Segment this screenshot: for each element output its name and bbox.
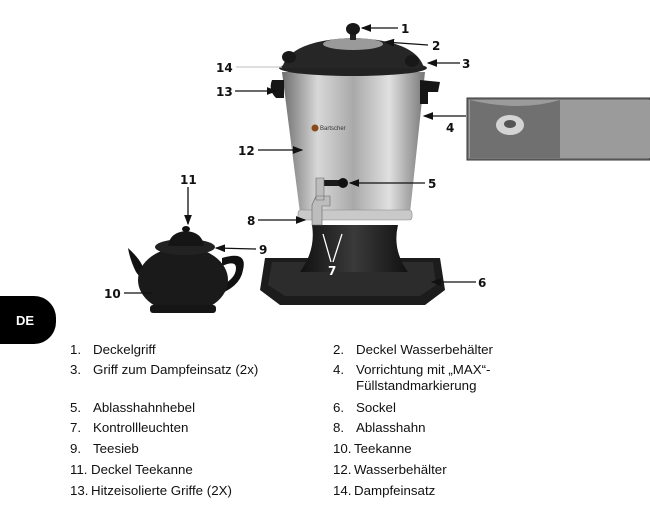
- callout-4: 4: [446, 121, 454, 135]
- callout-3: 3: [462, 57, 470, 71]
- teapot-illustration: [128, 226, 244, 313]
- item-label: Kontrollleuchten: [93, 420, 189, 435]
- callout-13: 13: [216, 85, 233, 99]
- callout-14: 14: [216, 61, 233, 75]
- callout-6: 6: [478, 276, 486, 290]
- item-number: 8.: [333, 420, 345, 435]
- item-number: 13.: [70, 483, 89, 498]
- callout-5: 5: [428, 177, 436, 191]
- callout-7: 7: [328, 264, 336, 278]
- item-number: 1.: [70, 342, 82, 357]
- item-label-continued: Füllstandmarkierung: [356, 378, 477, 393]
- language-tab: DE: [0, 296, 56, 344]
- item-label: Hitzeisolierte Griffe (2X): [91, 483, 232, 498]
- item-label: Griff zum Dampfeinsatz (2x): [93, 362, 259, 377]
- item-number: 4.: [333, 362, 345, 377]
- callout-1: 1: [401, 22, 409, 36]
- item-label: Sockel: [356, 400, 396, 415]
- item-number: 2.: [333, 342, 345, 357]
- callout-10: 10: [104, 287, 121, 301]
- item-number: 3.: [70, 362, 82, 377]
- item-number: 10.: [333, 441, 352, 456]
- callout-2: 2: [432, 39, 440, 53]
- callout-8: 8: [247, 214, 255, 228]
- item-number: 14.: [333, 483, 352, 498]
- samovar-illustration: Bartscher: [260, 23, 445, 305]
- item-number: 11.: [70, 462, 88, 477]
- brand-logo: Bartscher: [320, 126, 346, 132]
- item-label: Teekanne: [354, 441, 412, 456]
- item-label: Dampfeinsatz: [354, 483, 436, 498]
- item-label: Wasserbehälter: [354, 462, 447, 477]
- max-marker-inset: [466, 97, 650, 161]
- item-label: Deckel Teekanne: [91, 462, 193, 477]
- item-label: Teesieb: [93, 441, 139, 456]
- callout-9: 9: [259, 243, 267, 257]
- item-number: 12.: [333, 462, 352, 477]
- bartscher-logo-icon: [311, 124, 319, 132]
- item-label: Deckel Wasserbehälter: [356, 342, 493, 357]
- item-number: 6.: [333, 400, 345, 415]
- item-label: Deckelgriff: [93, 342, 156, 357]
- item-number: 5.: [70, 400, 82, 415]
- item-label: Vorrichtung mit „MAX“-: [356, 362, 491, 377]
- item-number: 9.: [70, 441, 82, 456]
- item-label: Ablasshahn: [356, 420, 426, 435]
- callout-11: 11: [180, 173, 197, 187]
- callout-12: 12: [238, 144, 255, 158]
- item-label: Ablasshahnhebel: [93, 400, 196, 415]
- item-number: 7.: [70, 420, 82, 435]
